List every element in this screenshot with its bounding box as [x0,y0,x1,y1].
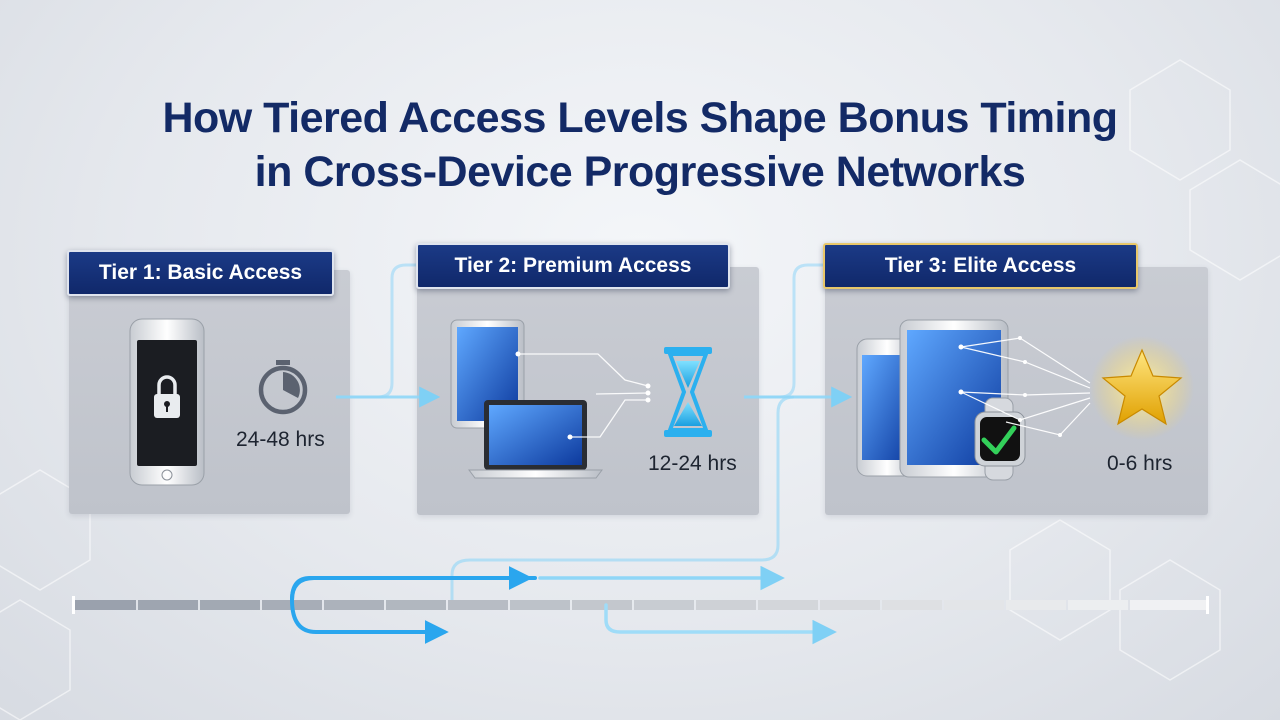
tier-2-time: 12-24 hrs [648,452,737,475]
tier-1-panel [69,270,350,514]
title-line-1: How Tiered Access Levels Shape Bonus Tim… [162,93,1118,142]
page-title: How Tiered Access Levels Shape Bonus Tim… [0,91,1280,199]
tier-1-label: Tier 1: Basic Access [67,250,334,296]
tier-2-label: Tier 2: Premium Access [416,243,730,289]
tier-3-time: 0-6 hrs [1107,452,1173,475]
title-line-2: in Cross-Device Progressive Networks [254,147,1026,196]
tier-3-label: Tier 3: Elite Access [823,243,1138,289]
tier-1-time: 24-48 hrs [236,428,325,451]
tier-2-panel [417,267,759,515]
tier-3-panel [825,267,1208,515]
